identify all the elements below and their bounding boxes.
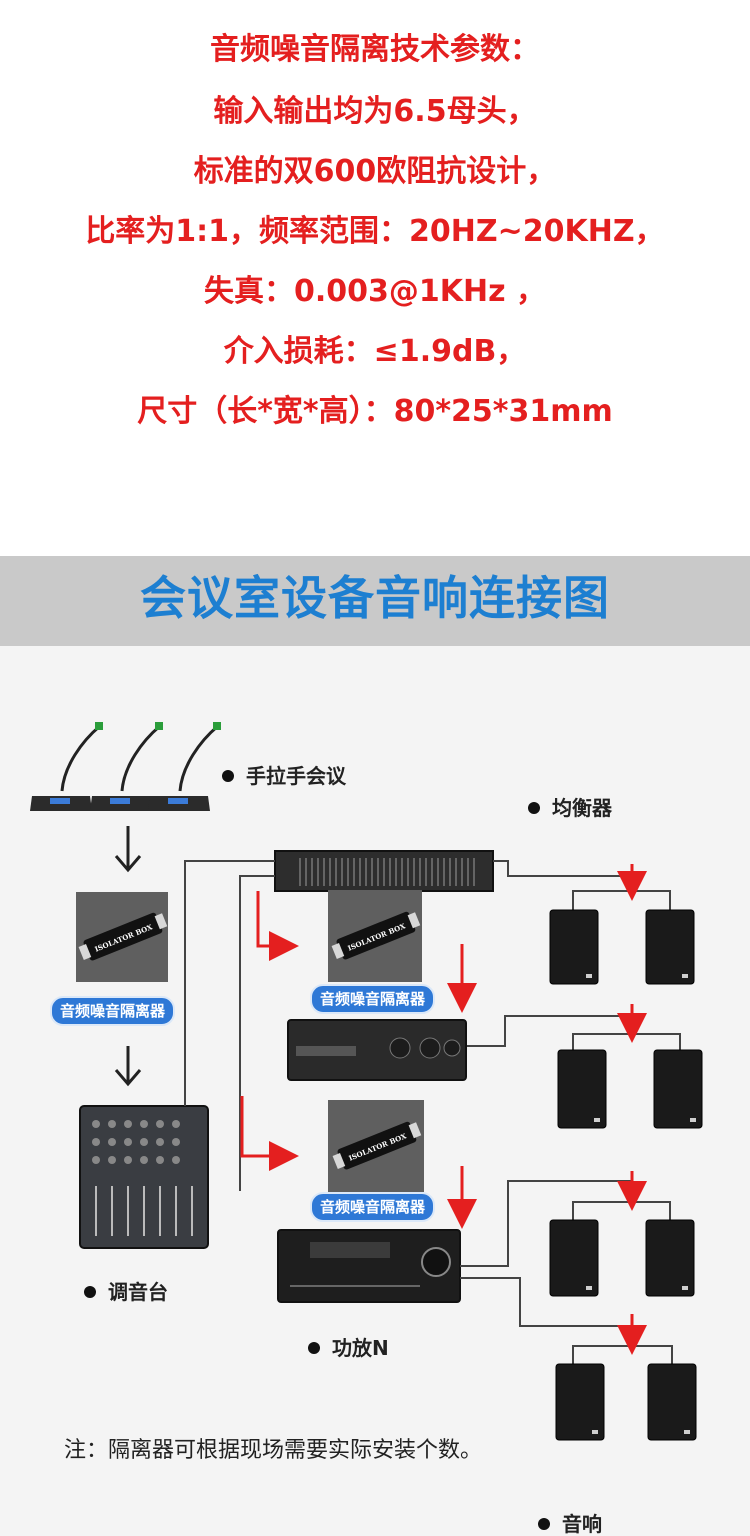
installation-note: 注：隔离器可根据现场需要实际安装个数。 <box>64 1438 483 1463</box>
isolator-photo-2: ISOLATOR BOX <box>328 890 422 982</box>
signal-wires <box>184 860 681 1364</box>
isolator-label-1: 音频噪音隔离器 <box>50 996 176 1026</box>
spec-line-distortion: 失真：0.003@1KHz ， <box>203 274 547 309</box>
amplifier-device-1 <box>287 1019 467 1081</box>
diagram-banner: 会议室设备音响连接图 <box>0 556 750 646</box>
bullet-dot <box>538 1517 550 1530</box>
bullet-dot <box>222 769 234 782</box>
spec-line-dimensions: 尺寸（长*宽*高）：80*25*31mm <box>137 394 613 429</box>
amplifier-device-2 <box>277 1229 461 1303</box>
flow-arrows-red <box>240 864 647 1355</box>
label-conference: 手拉手会议 <box>222 764 346 788</box>
label-speaker: 音响 <box>538 1512 602 1536</box>
diagram-drawing <box>30 722 703 1441</box>
label-amplifier: 功放N <box>308 1336 389 1360</box>
flow-arrows-black <box>114 826 142 1087</box>
bullet-dot <box>308 1341 320 1354</box>
spec-section: 音频噪音隔离技术参数： 输入输出均为6.5母头， 标准的双600欧阻抗设计， 比… <box>0 0 750 470</box>
speaker-cabinets <box>549 909 703 1441</box>
spec-title: 音频噪音隔离技术参数： <box>210 32 540 67</box>
spec-line-impedance: 标准的双600欧阻抗设计， <box>193 154 557 189</box>
spec-line-insertion-loss: 介入损耗：≤1.9dB， <box>223 334 527 369</box>
isolator-label-3: 音频噪音隔离器 <box>310 1192 436 1222</box>
isolator-label-2: 音频噪音隔离器 <box>310 984 436 1014</box>
connection-diagram: ISOLATOR BOX ISOLATOR BOX ISOLATOR BOX <box>0 646 750 1536</box>
bullet-dot <box>84 1285 96 1298</box>
spec-line-frequency: 比率为1:1，频率范围：20HZ~20KHZ， <box>85 214 665 249</box>
label-equalizer: 均衡器 <box>528 796 612 820</box>
label-mixer: 调音台 <box>84 1280 168 1304</box>
spec-line-io: 输入输出均为6.5母头， <box>213 94 537 129</box>
isolator-photo-1: ISOLATOR BOX <box>76 892 168 982</box>
equalizer-device <box>274 850 494 892</box>
banner-title: 会议室设备音响连接图 <box>140 571 610 625</box>
bullet-dot <box>528 801 540 814</box>
mixer-device <box>79 1105 209 1249</box>
isolator-photo-3: ISOLATOR BOX <box>328 1100 424 1192</box>
conference-microphones <box>30 722 221 811</box>
